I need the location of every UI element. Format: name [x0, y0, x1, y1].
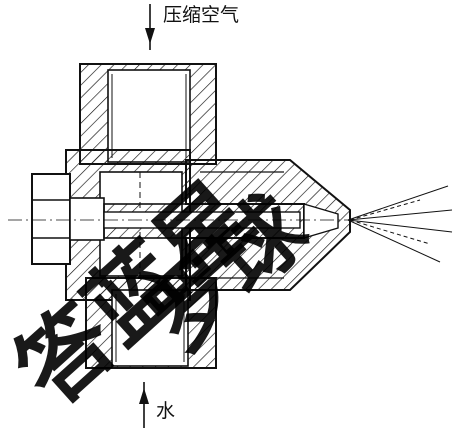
air-inlet-boss [79, 63, 217, 165]
nozzle-cap [185, 159, 351, 291]
water-inlet-boss [85, 277, 217, 369]
water-inlet-arrow [139, 382, 149, 428]
water-inlet-label: 水 [156, 400, 176, 422]
air-inlet-arrow [145, 4, 155, 50]
air-inlet-label: 压缩空气 [163, 4, 240, 26]
spray-lines [347, 185, 453, 263]
hex-plug [31, 173, 105, 265]
